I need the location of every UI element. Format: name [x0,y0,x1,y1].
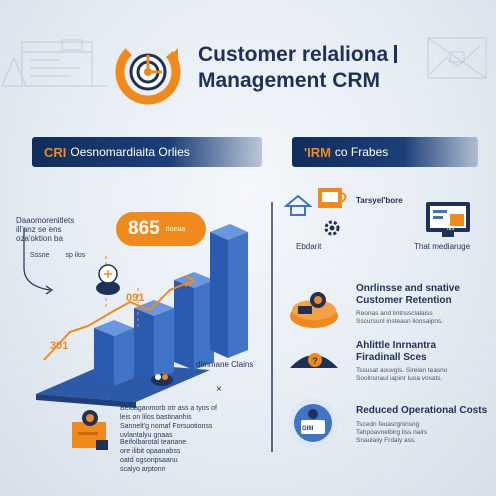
growth-bar-illustration [36,224,248,408]
insights-icon: ? [288,338,340,390]
lower-text-line: scalyo arptonn [120,466,166,473]
feature-title-line: Customer Retention [356,295,452,306]
retention-icon [288,282,340,334]
left-side-small: Sssne sp ilos [30,252,85,259]
feature-title-line: Firadinall Sces [356,352,427,363]
feature-sub-line: Sscursunl insteasn lionsaipns. [356,318,444,325]
feature-title-line: Reduced Operational Costs [356,405,488,416]
gear-icon [324,220,340,236]
feature-sub-line: Reonas and lintnssclalaiss [356,310,433,317]
left-side-text: Daaomorenitlets ill'anz se ens oza'oktio… [16,216,86,243]
feature-sub-line: Tscedn feuasrgninsng [356,421,420,428]
section-header-left: CRI Oesnomardiaita Orlies [32,137,262,167]
money-bag-icon [96,264,120,295]
lower-text-line: Beifolbarotal teanane [120,439,187,446]
section-right-title: co Frabes [334,145,389,159]
right-label-left: Ebdarit [296,242,322,251]
dashboard-screen-icon [426,202,470,237]
section-header-right: 'IRM co Frabes [292,137,478,167]
feature-cost: Reduced Operational Costs Tscedn feuasrg… [356,405,487,445]
feature-sub-line: Tahpoavnelbirg liss nairs [356,429,428,436]
right-label-center: Tarsyel'bore [356,196,403,205]
cost-reduction-icon [286,396,338,448]
crm-logo-icon [115,39,181,105]
close-icon[interactable]: × [216,384,222,395]
lower-text-line: leis on lilos bastinanhis [120,414,192,421]
section-left-accent: CRI [44,144,67,160]
section-right-accent: 'IRM [304,144,331,160]
user-group-icon [151,374,173,386]
analytics-person-icon [72,410,108,450]
svg-text:?: ? [312,356,318,366]
stat-label-a: 091 [126,292,145,304]
feature-retention: Onrlinsse and snative Customer Retention… [356,283,460,326]
column-divider [271,202,273,452]
stat-badge-unit: rloeaa [165,225,186,233]
right-label-right: That mediaruge [414,242,471,251]
feature-insights: Ahlittle Inrnantra Firadinall Sces Tssus… [356,340,447,383]
side-small-a: Sssne [30,252,50,259]
cost-icon-label: GIIII [302,426,314,432]
stat-badge-value: 865 [128,218,160,239]
feature-sub-line: Soolnsnaul iapinr luoa vosats. [356,375,443,382]
side-text-line: Daaomorenitlets [16,216,75,225]
feature-title-line: Onrlinsse and snative [356,283,460,294]
arrow-down-icon [23,228,54,295]
page-title: Customer relaliona Management CRM [198,42,398,94]
side-text-line: oza'oktion ba [16,234,63,243]
house-icon [284,194,312,216]
lower-text-block-1: Beioaganmorb otr ass a tyos of leis on l… [120,404,217,440]
side-small-b: sp ilos [65,252,86,259]
feature-sub-line: Snaulaiiy Frdaly ass. [356,437,416,444]
lower-text-line: uvlantalyu gnaas [120,432,173,439]
lower-text-line: Sannelt'g nomaf Forsuotionss [120,423,213,430]
screen-mini-label: tlis [447,226,455,232]
lower-text-block-2: Beifolbarotal teanane ore ilibit opaanab… [120,438,186,474]
section-left-title: Oesnomardiaita Orlies [70,145,190,159]
title-line-1: Customer relaliona [198,43,389,66]
stat-badge: 865 rloeaa [116,212,206,246]
sketch-illustration-right [427,37,487,79]
lower-text-line: Beioaganmorb otr ass a tyos of [120,405,217,412]
sketch-illustration-left [1,39,108,87]
lower-text-line: oatd ogsonpsaanu [120,457,178,464]
feature-sub-line: Tssusat aouvgls. Sirelan teasno [356,367,448,374]
lower-text-line: ore ilibit opaanabss [120,448,181,455]
title-cursor [394,45,398,63]
coffee-cup-icon [318,188,347,208]
stat-label-b: 301 [50,340,69,352]
chart-legend-label: dimmane Clains [196,360,254,369]
feature-title-line: Ahlittle Inrnantra [356,340,437,351]
title-line-2: Management CRM [198,69,381,92]
side-text-line: ill'anz se ens [16,225,62,234]
